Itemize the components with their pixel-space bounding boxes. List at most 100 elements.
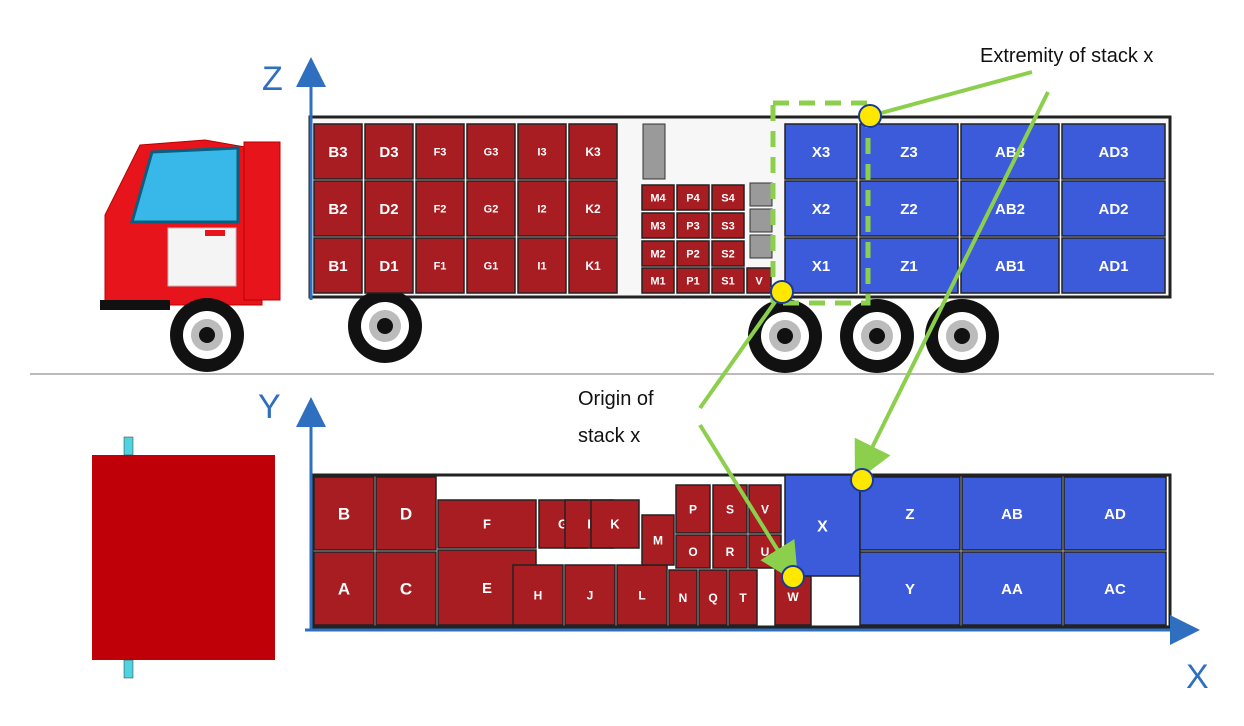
top-box-c xyxy=(375,551,437,626)
side-label-p1: P1 xyxy=(686,275,699,287)
side-label-g2: G2 xyxy=(484,203,499,215)
top-box-ab xyxy=(961,476,1063,551)
side-label-s1: S1 xyxy=(721,275,734,287)
top-label-q: Q xyxy=(708,591,717,605)
stack-x-highlight xyxy=(770,100,871,306)
side-box-v xyxy=(746,267,772,294)
top-box-t xyxy=(728,569,758,626)
side-box-m1 xyxy=(641,267,675,294)
side-box-p4 xyxy=(676,184,710,211)
top-label-c: C xyxy=(400,580,412,599)
side-label-ad2: AD2 xyxy=(1098,201,1128,218)
side-label-ad1: AD1 xyxy=(1098,258,1128,275)
top-label-i: I xyxy=(587,517,591,532)
side-label-m2: M2 xyxy=(650,248,665,260)
side-box-ab2 xyxy=(960,180,1060,237)
truck-wheels xyxy=(170,289,999,373)
side-box-f2 xyxy=(415,180,465,237)
side-box-ab1 xyxy=(960,237,1060,294)
side-label-g1: G1 xyxy=(484,260,499,272)
top-box-o xyxy=(675,534,711,569)
cab-top-view xyxy=(92,436,275,679)
side-label-b2: B2 xyxy=(328,201,347,218)
top-box-aa xyxy=(961,551,1063,626)
top-box-b xyxy=(313,476,375,551)
side-label-x1: X1 xyxy=(812,258,830,275)
side-label-p3: P3 xyxy=(686,220,699,232)
side-label-d3: D3 xyxy=(379,144,398,161)
side-box-s3 xyxy=(711,212,745,239)
top-label-m: M xyxy=(653,533,663,547)
side-box-f1 xyxy=(415,237,465,294)
side-label-k1: K1 xyxy=(585,259,601,273)
side-box-ad3 xyxy=(1061,123,1166,180)
side-box-p1 xyxy=(676,267,710,294)
top-label-j: J xyxy=(587,588,594,602)
side-box-g3 xyxy=(466,123,516,180)
side-box-g1 xyxy=(466,237,516,294)
top-box-ad xyxy=(1063,476,1167,551)
wheel-3-ring-3 xyxy=(777,328,793,344)
side-box-i2 xyxy=(517,180,567,237)
side-box-x3 xyxy=(784,123,858,180)
y-axis-label: Y xyxy=(258,388,281,426)
side-box-i1 xyxy=(517,237,567,294)
side-label-s4: S4 xyxy=(721,192,735,204)
top-box-m xyxy=(641,514,675,566)
side-label-m3: M3 xyxy=(650,220,665,232)
top-label-w: W xyxy=(787,590,799,604)
leader-lines xyxy=(698,70,1050,584)
top-label-d: D xyxy=(400,505,412,524)
side-label-g3: G3 xyxy=(484,146,499,158)
side-label-s2: S2 xyxy=(721,248,734,260)
side-box-i3 xyxy=(517,123,567,180)
top-box-f xyxy=(437,499,537,549)
truck-cab xyxy=(100,139,281,310)
top-box-q xyxy=(698,569,728,626)
top-box-p xyxy=(675,484,711,534)
extremity-marker-side xyxy=(858,104,882,128)
top-label-l: L xyxy=(638,588,645,602)
side-box-z1 xyxy=(859,237,959,294)
top-box-y xyxy=(859,551,961,626)
side-box-z2 xyxy=(859,180,959,237)
top-label-aa: AA xyxy=(1001,581,1023,598)
origin-annotation-line1: Origin of xyxy=(578,388,654,410)
side-box-d1 xyxy=(364,237,414,294)
top-label-g: G xyxy=(558,517,568,532)
wheel-1-ring-3 xyxy=(199,327,215,343)
side-box-s1 xyxy=(711,267,745,294)
side-box-b3 xyxy=(313,123,363,180)
top-label-z: Z xyxy=(905,506,914,523)
side-label-ab2: AB2 xyxy=(995,201,1025,218)
top-label-ab: AB xyxy=(1001,506,1023,523)
side-box-s4 xyxy=(711,184,745,211)
top-label-f: F xyxy=(483,517,491,532)
top-label-u: U xyxy=(761,545,770,559)
top-box-n xyxy=(668,569,698,626)
top-box-z xyxy=(859,476,961,551)
side-label-ad3: AD3 xyxy=(1098,144,1128,161)
top-box-d xyxy=(375,476,437,551)
side-box-k1 xyxy=(568,237,618,294)
side-label-f1: F1 xyxy=(434,260,447,272)
side-box-b2 xyxy=(313,180,363,237)
side-box-m3 xyxy=(641,212,675,239)
side-label-z2: Z2 xyxy=(900,201,918,218)
top-label-v: V xyxy=(761,502,769,516)
top-label-h: H xyxy=(534,588,543,602)
top-label-o: O xyxy=(688,545,697,559)
top-label-a: A xyxy=(338,580,350,599)
side-label-i1: I1 xyxy=(537,260,546,272)
side-box-m2 xyxy=(641,240,675,267)
side-label-p2: P2 xyxy=(686,248,699,260)
side-label-p4: P4 xyxy=(686,192,700,204)
side-box-ad2 xyxy=(1061,180,1166,237)
side-box-x2 xyxy=(784,180,858,237)
top-box-ac xyxy=(1063,551,1167,626)
top-label-ad: AD xyxy=(1104,506,1126,523)
side-label-m4: M4 xyxy=(650,192,666,204)
side-box-k3 xyxy=(568,123,618,180)
extremity-marker-top xyxy=(850,468,874,492)
